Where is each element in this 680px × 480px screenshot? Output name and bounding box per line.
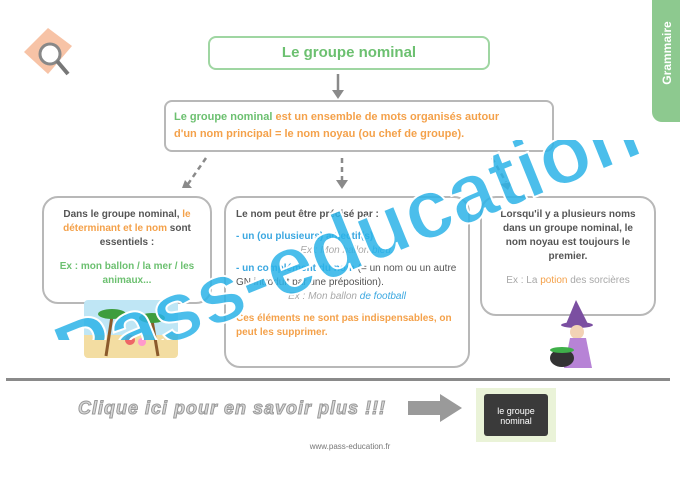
middle-box-example-1: Ex : Mon ballon bleu. (300, 245, 394, 256)
middle-box: Le nom peut être précisé par : - un (ou … (224, 196, 470, 368)
dashed-arrow-right-icon (490, 157, 512, 190)
dashed-arrow-left-icon (182, 157, 208, 188)
middle-box-note: Ces éléments ne sont pas indispensables,… (236, 313, 452, 338)
middle-box-bullet-1: - un (ou plusieurs) adjectif(s) (236, 231, 374, 242)
middle-box-intro: Le nom peut être précisé par : (236, 209, 379, 220)
grammaire-tab[interactable]: Grammaire (652, 0, 680, 122)
definition-text-2: d'un nom principal = le nom noyau (ou ch… (174, 128, 465, 140)
left-box: Dans le groupe nominal, le déterminant e… (42, 196, 212, 304)
right-box: Lorsqu'il y a plusieurs noms dans un gro… (480, 196, 656, 316)
definition-text-1: est un ensemble de mots organisés autour (272, 111, 500, 123)
left-box-text: Dans le groupe nominal, le déterminant e… (63, 209, 191, 248)
beach-illustration (84, 300, 178, 358)
dashed-arrow-middle-icon (336, 158, 348, 189)
definition-lead: Le groupe nominal (174, 111, 273, 123)
arrow-down-icon (332, 74, 344, 99)
thumbnail-line-1: le groupe (497, 406, 535, 416)
title-box: Le groupe nominal (208, 36, 490, 70)
witch-illustration (540, 298, 610, 376)
cta-link[interactable]: Clique ici pour en savoir plus !!! (78, 398, 387, 419)
witch-icon (550, 300, 593, 368)
middle-box-bullet-2: - un complément du nom (= un nom ou un a… (236, 263, 457, 288)
magnifier-icon (24, 28, 72, 76)
page-title: Le groupe nominal (281, 44, 417, 61)
thumbnail-line-2: nominal (500, 416, 532, 426)
middle-box-example-2: Ex : Mon ballon de football (288, 291, 406, 302)
palm-tree-icon (98, 309, 165, 357)
lesson-thumbnail[interactable]: le groupe nominal (476, 388, 556, 442)
definition-box: Le groupe nominal est un ensemble de mot… (164, 100, 554, 152)
right-box-example: Ex : La potion des sorcières (506, 275, 630, 286)
separator-line (6, 378, 670, 381)
right-box-text: Lorsqu'il y a plusieurs noms dans un gro… (500, 209, 636, 262)
footer-url[interactable]: www.pass-education.fr (309, 442, 391, 451)
right-arrow-icon[interactable] (406, 392, 464, 424)
grammaire-tab-label: Grammaire (660, 21, 674, 85)
lesson-logo (18, 22, 78, 82)
left-box-example: Ex : mon ballon / la mer / les animaux..… (59, 261, 195, 286)
